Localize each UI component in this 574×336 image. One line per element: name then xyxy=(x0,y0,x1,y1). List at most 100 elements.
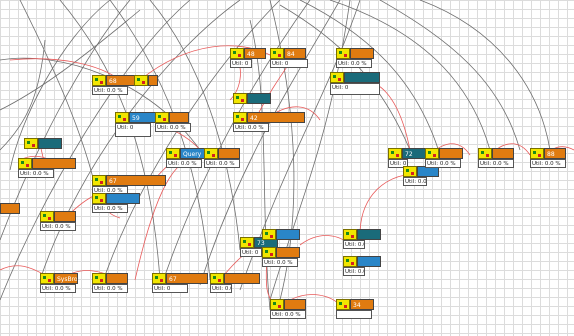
process-node[interactable]: 34 xyxy=(336,299,400,321)
node-status-icon xyxy=(230,48,244,59)
node-label xyxy=(344,72,380,83)
node-caption: Util: 0 xyxy=(240,248,262,257)
gray-arc xyxy=(0,39,46,151)
node-caption: Util: 0 xyxy=(115,123,151,137)
node-caption: Util: 0.0 % xyxy=(92,204,128,213)
node-status-icon xyxy=(134,75,148,86)
node-label xyxy=(276,229,300,240)
process-node[interactable]: SysBro Util: 0.0 % xyxy=(40,273,104,295)
node-status-icon xyxy=(425,148,439,159)
process-node[interactable]: 72 Util: 0 xyxy=(388,148,452,170)
gray-arc xyxy=(0,0,191,301)
node-status-icon xyxy=(40,211,54,222)
node-label xyxy=(0,203,20,214)
process-node[interactable]: Util: 0.0 % xyxy=(270,299,334,321)
node-label xyxy=(276,247,300,258)
node-label xyxy=(284,299,306,310)
red-link xyxy=(0,265,46,276)
node-label xyxy=(218,148,240,159)
process-node[interactable] xyxy=(24,138,88,160)
node-caption: Util: 0.0 % xyxy=(262,258,298,267)
process-node[interactable] xyxy=(262,229,326,251)
node-status-icon xyxy=(92,175,106,186)
gray-arc xyxy=(419,0,551,151)
node-label: SysBro xyxy=(54,273,78,284)
process-node[interactable]: 48 Util: 0 xyxy=(230,48,294,70)
gray-arc xyxy=(0,9,141,111)
process-node[interactable]: Util: 0.0 % xyxy=(336,48,400,70)
node-label: 84 xyxy=(284,48,306,59)
process-node[interactable] xyxy=(0,203,22,225)
node-status-icon xyxy=(240,237,254,248)
node-label xyxy=(439,148,463,159)
process-node[interactable]: 67 Util: 0 xyxy=(152,273,216,295)
process-node[interactable] xyxy=(233,93,297,115)
gray-arc xyxy=(269,0,295,301)
process-node[interactable]: Util: 0.0 % xyxy=(18,158,82,180)
node-status-icon xyxy=(336,48,350,59)
node-caption: Util: 0.0 % xyxy=(343,267,365,276)
node-caption: Util: 0 xyxy=(152,284,188,293)
process-node[interactable]: Util: 0.0 % xyxy=(343,256,407,278)
process-node[interactable]: Util: 0.0 % xyxy=(210,273,274,295)
gray-arc xyxy=(0,57,201,151)
process-node[interactable]: 84 Util: 0 xyxy=(270,48,334,70)
node-status-icon xyxy=(270,299,284,310)
process-node[interactable]: Util: 0.0 % xyxy=(40,211,104,233)
node-label: 67 xyxy=(106,175,166,186)
process-node[interactable]: Util: 0.0 % xyxy=(262,247,326,269)
process-node[interactable]: Util: 0.0 % xyxy=(478,148,542,170)
node-label: 72 xyxy=(402,148,426,159)
node-label: 48 xyxy=(244,48,266,59)
node-status-icon xyxy=(270,48,284,59)
node-status-icon xyxy=(336,299,350,310)
node-caption: Util: 0.0 % xyxy=(92,284,128,293)
process-node[interactable]: Util: 0.0 % xyxy=(343,229,407,251)
node-status-icon xyxy=(24,138,38,149)
node-label xyxy=(38,138,62,149)
node-status-icon xyxy=(262,247,276,258)
node-label xyxy=(247,93,271,104)
process-node[interactable]: Util: 0.0 % xyxy=(155,112,219,134)
node-status-icon xyxy=(403,166,417,177)
process-node[interactable]: 42 Util: 0.0 % xyxy=(233,112,305,134)
node-status-icon xyxy=(115,112,129,123)
node-label: 67 xyxy=(166,273,208,284)
process-node[interactable]: Util: 0.0 % xyxy=(92,273,156,295)
node-status-icon xyxy=(343,229,357,240)
node-caption: Util: 0 xyxy=(230,59,252,68)
node-caption: Util: 0.0 % xyxy=(166,159,202,168)
node-status-icon xyxy=(233,93,247,104)
node-status-icon xyxy=(18,158,32,169)
node-caption: Util: 0.0 % xyxy=(343,240,365,249)
node-label xyxy=(32,158,76,169)
gray-arc xyxy=(109,0,211,281)
node-caption: Util: 0 xyxy=(330,83,380,95)
node-status-icon xyxy=(233,112,247,123)
node-caption: Util: 0.0 % xyxy=(336,59,372,68)
process-node[interactable]: Util: 0 xyxy=(330,72,394,95)
process-node[interactable]: Util: 0.0 % xyxy=(425,148,489,170)
node-label xyxy=(357,229,381,240)
node-status-icon xyxy=(478,148,492,159)
process-node[interactable]: 68 Util: 0.0 % xyxy=(92,75,156,97)
node-status-icon xyxy=(40,273,54,284)
node-label: Query xyxy=(180,148,206,159)
node-status-icon xyxy=(330,72,344,83)
process-node[interactable]: 59 Util: 0 xyxy=(115,112,179,137)
node-status-icon xyxy=(262,229,276,240)
node-label xyxy=(224,273,260,284)
process-node[interactable] xyxy=(134,75,158,97)
node-status-icon xyxy=(204,148,218,159)
process-node[interactable]: 88 Util: 0.0 % xyxy=(530,148,574,170)
node-label xyxy=(492,148,514,159)
process-node[interactable]: Util: 0.0 % xyxy=(204,148,268,170)
node-label xyxy=(106,193,140,204)
node-caption: Util: 0.0 % xyxy=(204,159,240,168)
process-node[interactable]: 67 Util: 0.0 % xyxy=(92,175,166,197)
node-caption: Util: 0.0 % xyxy=(40,284,76,293)
node-caption: Util: 0.0 % xyxy=(40,222,76,231)
node-label xyxy=(169,112,189,123)
process-node[interactable]: Util: 0.0 % xyxy=(92,193,156,215)
